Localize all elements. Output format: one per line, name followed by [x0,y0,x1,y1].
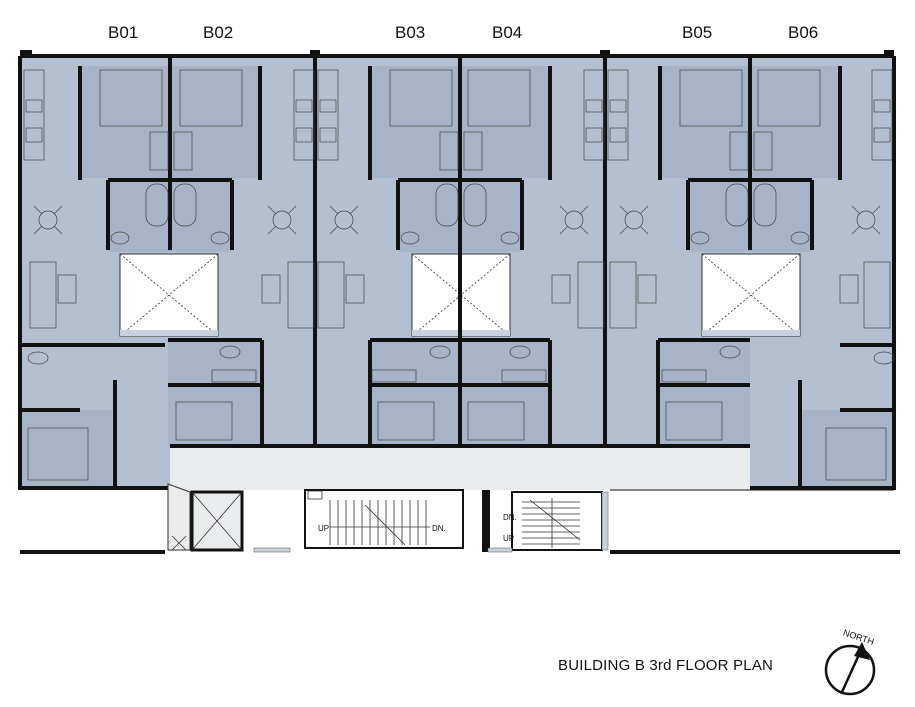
room-b05-south [658,342,750,446]
corridor [170,448,750,490]
unit-label-b01: B01 [108,23,138,42]
bedroom-b02 [172,66,260,178]
kitchens [23,69,893,161]
north-arrow-icon: NORTH [824,628,875,696]
unit-label-b04: B04 [492,23,522,42]
core-wall [482,490,490,552]
stair-right [511,491,603,551]
bedroom-b01-south [22,410,112,488]
lightwell-3 [701,253,801,337]
beds [27,69,887,481]
unit-label-b06: B06 [788,23,818,42]
bedroom-b01 [80,66,172,178]
stair-left [304,489,464,549]
unit-label-b03: B03 [395,23,425,42]
walls [18,50,896,490]
bedroom-b06 [752,66,840,178]
north-label: NORTH [842,628,875,647]
dining-sets [33,205,881,235]
unit-labels: B01 B02 B03 B04 B05 B06 [108,23,818,42]
unit-label-b02: B02 [203,23,233,42]
bedroom-b04 [460,66,550,178]
living-furniture [29,261,891,329]
lightwell-1 [119,253,219,337]
unit-label-b05: B05 [682,23,712,42]
bedroom-b03 [370,66,460,178]
service-core: UP DN. DN. UP [20,483,900,554]
room-b02-south [168,342,262,446]
plan-title: BUILDING B 3rd FLOOR PLAN [558,657,773,674]
bath-fixtures [27,183,895,365]
stair-right-up-label: UP [503,534,514,543]
bedroom-b05 [660,66,752,178]
stair-right-down-label: DN. [503,513,517,522]
light-wells [119,253,801,337]
stair-left-down-label: DN. [432,524,446,533]
bedroom-b06-south [800,410,892,488]
stair-left-up-label: UP [318,524,329,533]
